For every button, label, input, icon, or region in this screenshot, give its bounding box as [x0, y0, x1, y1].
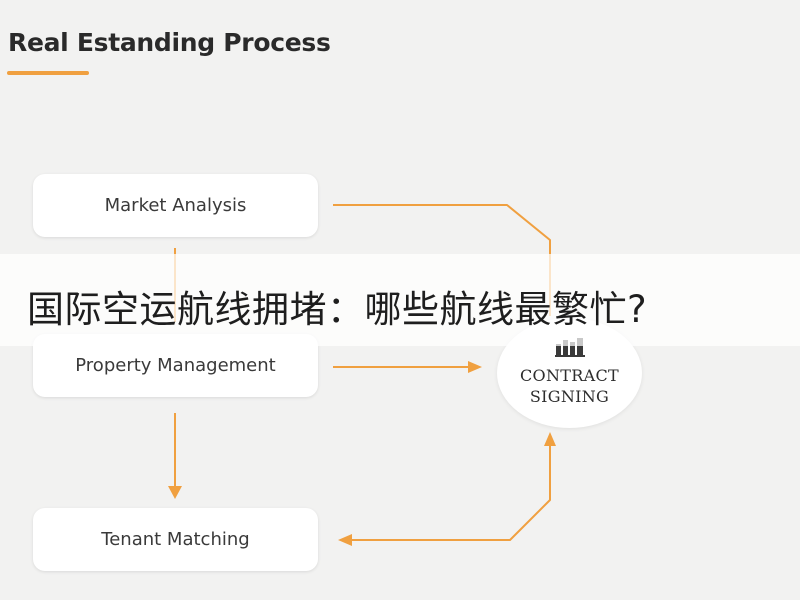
caption-banner [0, 254, 800, 346]
contract-label-line2: SIGNING [529, 387, 610, 406]
property-management-label: Property Management [75, 355, 276, 376]
contract-label-line1: CONTRACT [520, 366, 619, 385]
building-icon [555, 338, 585, 357]
arrowhead-property-contract [468, 361, 482, 373]
arrowhead-contract-up [544, 432, 556, 446]
arrowhead-tenant-left [338, 534, 352, 546]
market-analysis-node: Market Analysis [33, 174, 318, 237]
market-analysis-label: Market Analysis [104, 195, 247, 216]
title-underline [7, 71, 89, 75]
tenant-matching-label: Tenant Matching [101, 529, 250, 550]
tenant-matching-node: Tenant Matching [33, 508, 318, 571]
caption-text: 国际空运航线拥堵：哪些航线最繁忙? [27, 288, 648, 331]
diagram-title: Real Estanding Process [8, 28, 331, 57]
arrowhead-tenant-down [168, 486, 182, 499]
arrow-tenant-contract [352, 445, 551, 541]
